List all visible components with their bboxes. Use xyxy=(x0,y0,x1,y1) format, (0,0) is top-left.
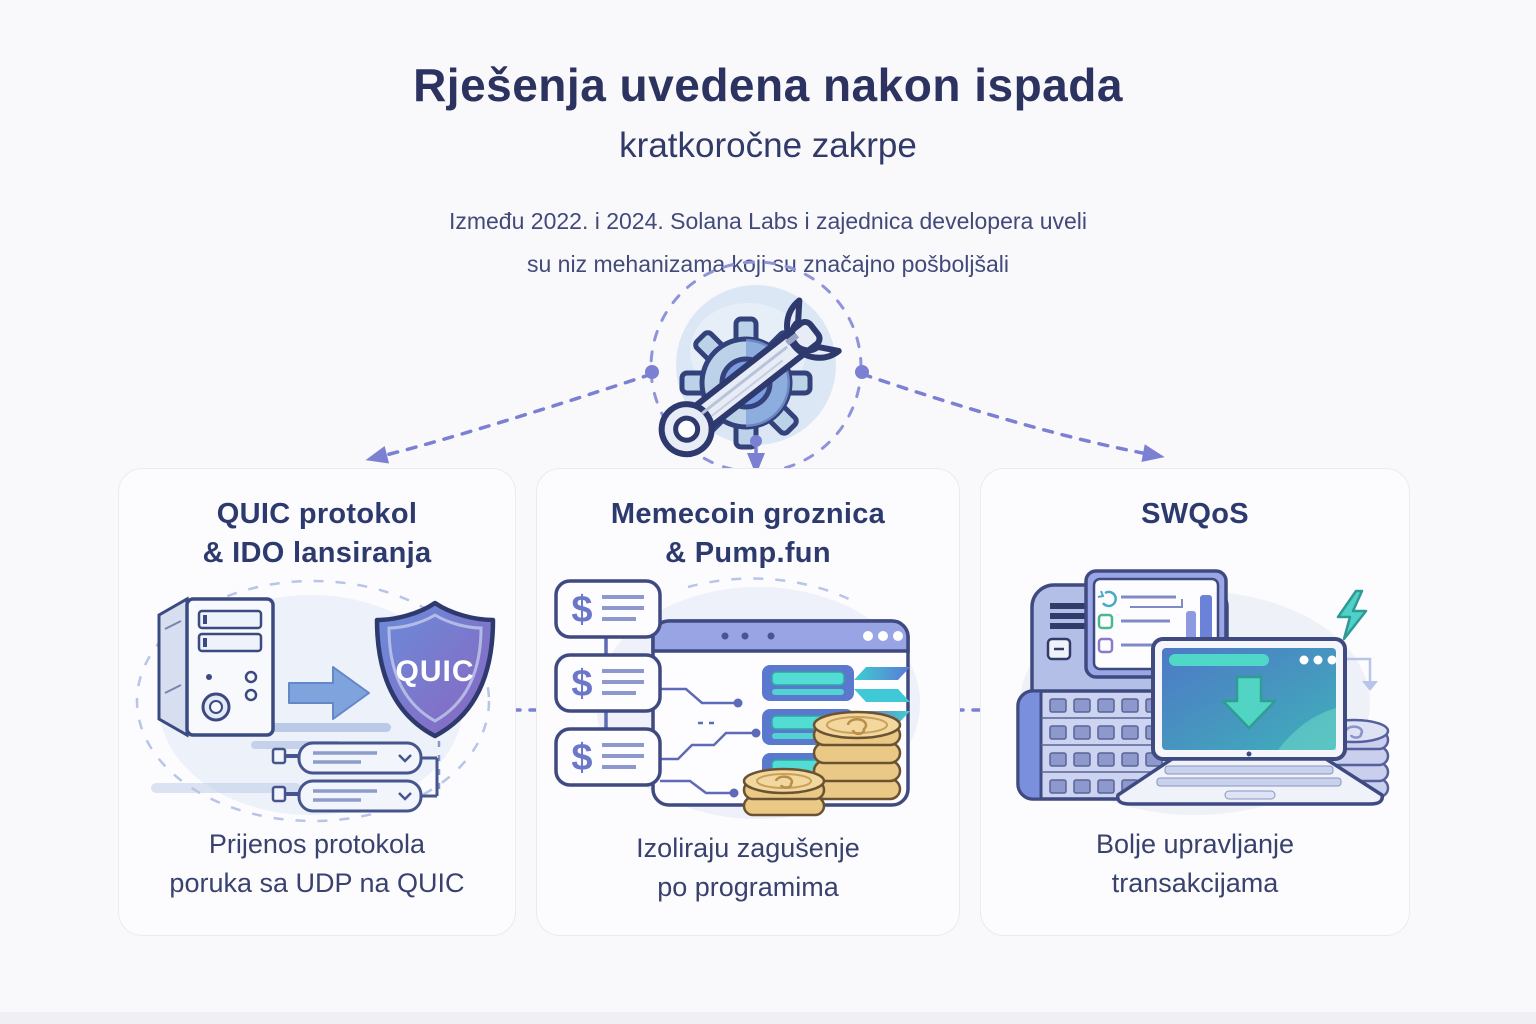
fee-card-icon: $ xyxy=(554,727,662,788)
card-quic-title: QUIC protokol & IDO lansiranja xyxy=(202,498,432,570)
quic-shield-icon: QUIC xyxy=(374,601,496,739)
laptop-download-icon xyxy=(1116,636,1384,806)
bottom-strip xyxy=(0,1012,1536,1024)
page-title: Rješenja uvedena nakon ispada xyxy=(413,59,1123,111)
card-memecoin: Memecoin groznica & Pump.fun xyxy=(536,468,960,936)
server-arrow-quic-shield-illustration: QUIC xyxy=(119,573,515,825)
card-quic-caption: Prijenos protokola poruka sa UDP na QUIC xyxy=(169,829,465,899)
arrow-to-card-swqos xyxy=(860,372,1165,462)
shield-label: QUIC xyxy=(396,655,475,688)
card-quic: QUIC protokol & IDO lansiranja xyxy=(118,468,516,936)
message-queue-icon xyxy=(271,741,439,813)
server-grid-icon xyxy=(1016,688,1182,801)
card-swqos: SWQoS xyxy=(980,468,1410,936)
svg-text:$: $ xyxy=(571,589,592,631)
page-subtitle: kratkoročne zakrpe xyxy=(619,126,917,165)
svg-text:$: $ xyxy=(571,663,592,705)
lightning-icon xyxy=(1336,589,1368,640)
arrow-to-card-quic xyxy=(365,372,654,464)
header: Rješenja uvedena nakon ispada kratkoročn… xyxy=(0,58,1536,285)
fee-card-icon: $ xyxy=(554,579,662,640)
program-isolation-illustration: $ $ $ xyxy=(537,573,959,829)
svg-text:$: $ xyxy=(571,737,592,779)
transaction-management-illustration xyxy=(981,563,1409,825)
card-memecoin-title: Memecoin groznica & Pump.fun xyxy=(610,498,886,570)
gear-wrench-icon xyxy=(644,255,868,479)
card-swqos-caption: Bolje upravljanje transakcijama xyxy=(1095,828,1295,898)
wrench-icon xyxy=(658,297,842,458)
fee-card-icon: $ xyxy=(554,653,662,714)
card-swqos-title: SWQoS xyxy=(1141,498,1249,530)
coin-stack-icon xyxy=(742,768,826,817)
transition-arrow-icon xyxy=(288,666,370,721)
coin-stack-icon xyxy=(812,711,902,801)
card-memecoin-caption: Izoliraju zagušenje po programima xyxy=(636,833,860,903)
server-icon xyxy=(157,596,275,738)
description-line-1: Između 2022. i 2024. Solana Labs i zajed… xyxy=(448,208,1088,234)
